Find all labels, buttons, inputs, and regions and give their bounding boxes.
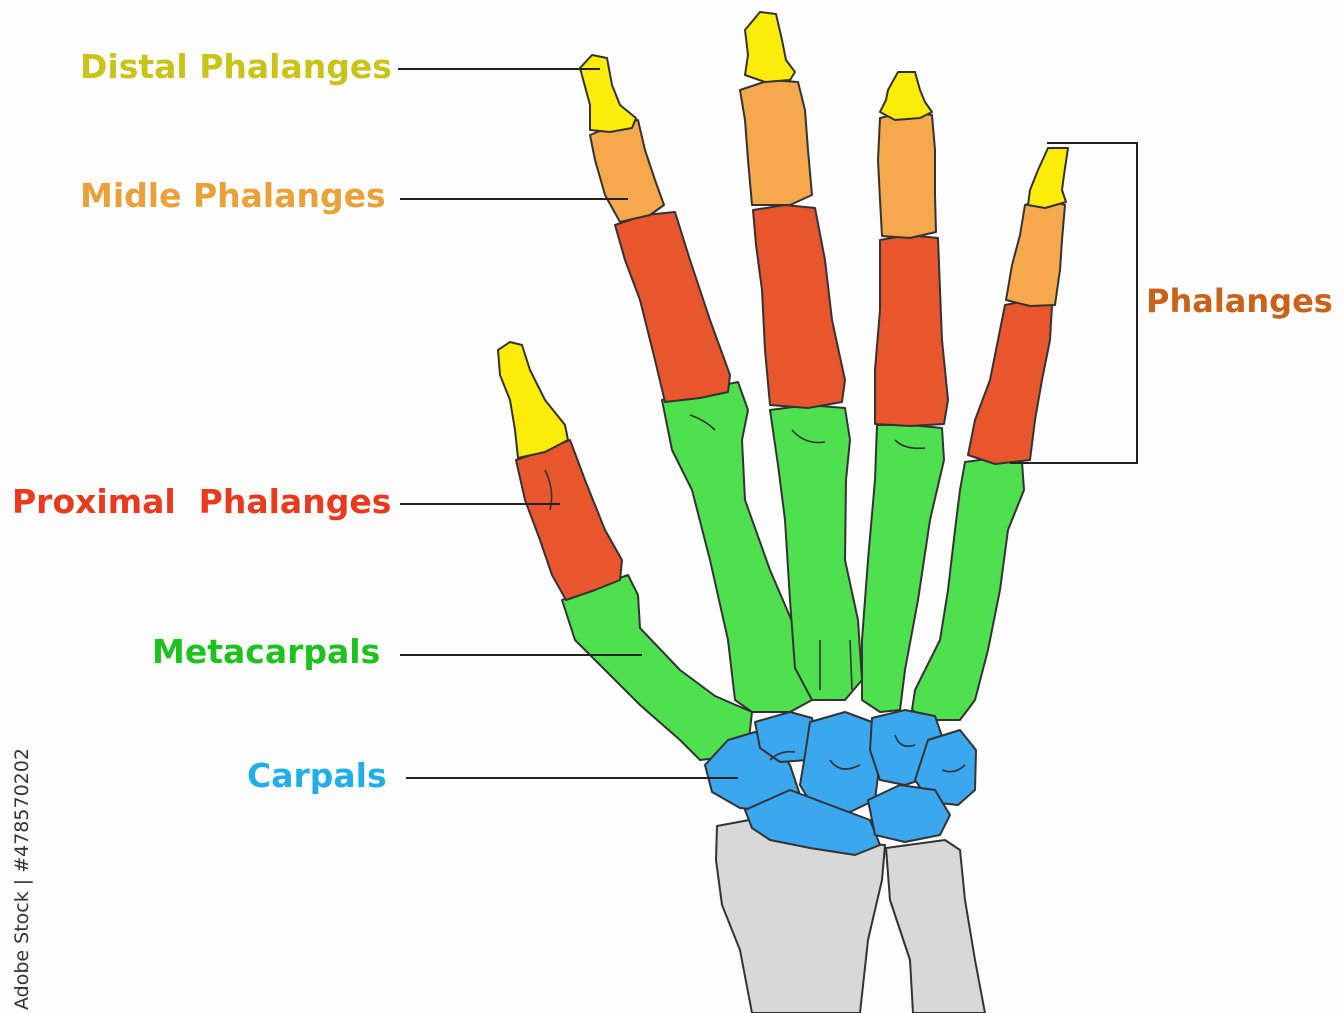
label-proximal-phalanges: Proximal Phalanges (12, 485, 391, 518)
proximal-phalanx-ring (875, 235, 948, 426)
label-middle-phalanges: Midle Phalanges (80, 179, 386, 212)
proximal-phalanx-middle (753, 205, 845, 408)
label-carpals: Carpals (247, 759, 387, 792)
proximal-phalanx-little (968, 300, 1052, 464)
distal-phalanx-thumb (498, 342, 568, 458)
middle-phalanx-middle (740, 80, 812, 205)
label-phalanges: Phalanges (1146, 285, 1333, 317)
carpal-capitate (800, 712, 880, 812)
middle-phalanx-index (590, 120, 664, 222)
proximal-phalanx-thumb (516, 440, 622, 600)
proximal-phalanx-index (615, 212, 730, 402)
metacarpal-bones (562, 382, 1024, 760)
distal-phalanx-index (580, 55, 636, 132)
middle-phalanx-little (1006, 198, 1065, 306)
distal-phalanx-ring (880, 72, 932, 120)
distal-phalanx-little (1028, 148, 1068, 208)
carpal-lunate (868, 785, 950, 842)
stock-credit: Adobe Stock | #478570202 (11, 748, 33, 1010)
distal-phalanx-middle (745, 12, 795, 82)
ulna-bone (886, 840, 985, 1013)
label-distal-phalanges: Distal Phalanges (80, 50, 392, 83)
label-metacarpals: Metacarpals (152, 635, 380, 668)
middle-phalanx-ring (878, 112, 936, 238)
